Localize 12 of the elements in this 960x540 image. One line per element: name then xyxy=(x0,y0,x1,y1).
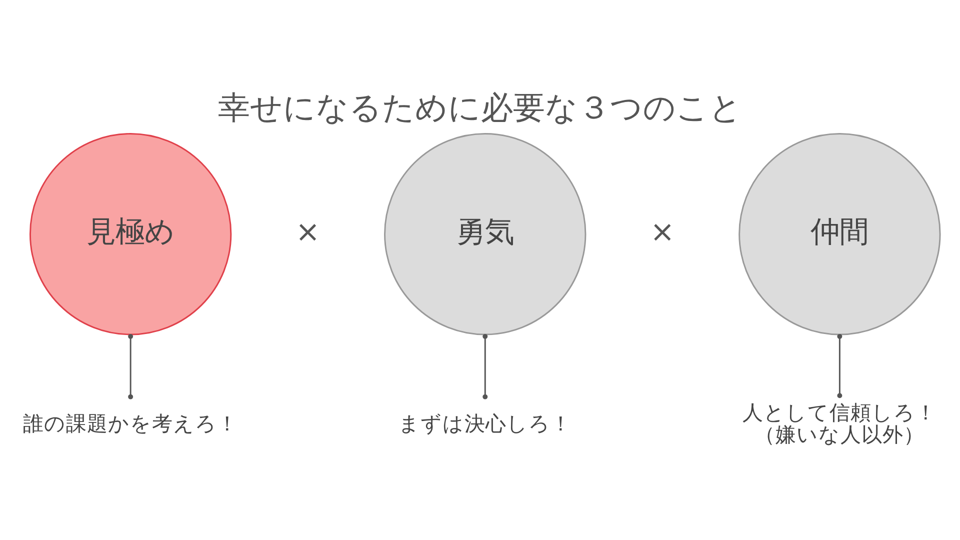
node-text: まずは決心しろ！ xyxy=(398,412,572,436)
label: × xyxy=(650,214,675,248)
node-circle: 見極め xyxy=(29,133,232,336)
connector xyxy=(837,334,842,398)
node-text: 誰の課題かを考えろ！ xyxy=(23,412,238,436)
connector xyxy=(128,334,134,400)
connector xyxy=(482,334,488,400)
node-circle: 勇気 xyxy=(384,133,586,336)
node-circle: 仲間 xyxy=(738,133,941,336)
diagram-title: 幸せになるために必要な３つのこと xyxy=(218,88,742,127)
node-text: 人として信頼しろ！ （嫌いな人以外） xyxy=(742,400,937,447)
label: × xyxy=(296,214,320,248)
